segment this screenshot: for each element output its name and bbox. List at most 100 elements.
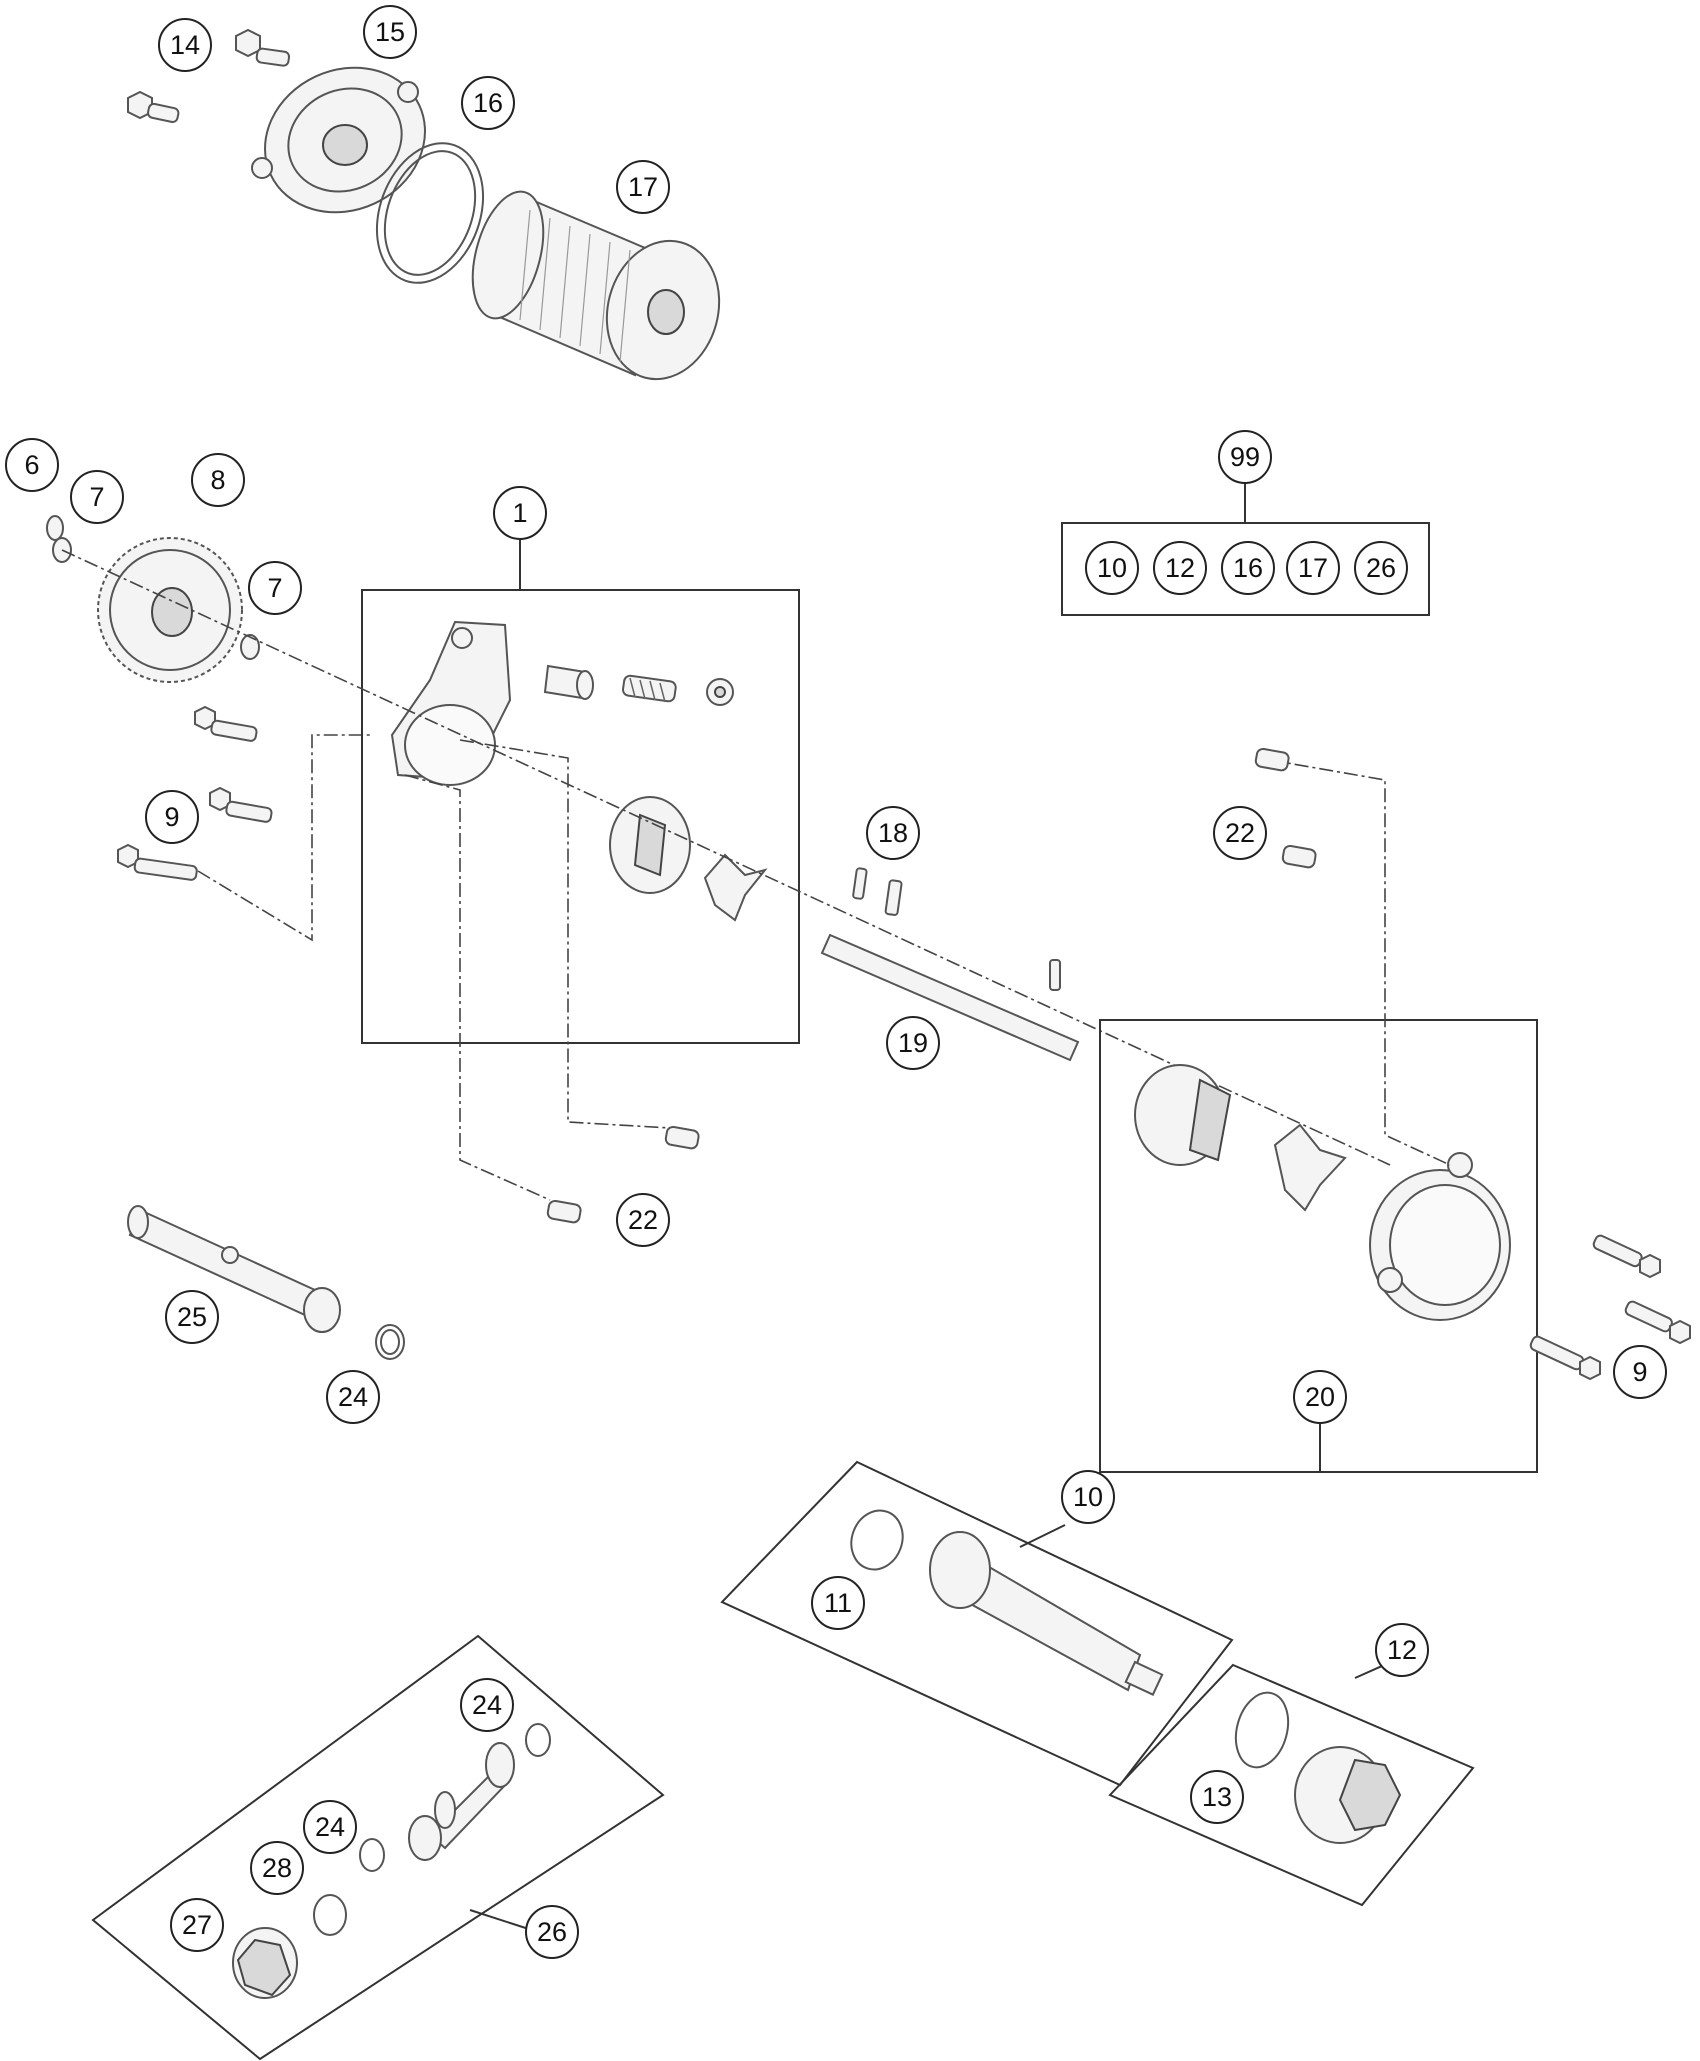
callout-12: 12 xyxy=(1375,1623,1429,1677)
callout-label: 14 xyxy=(170,30,200,60)
pump-spring xyxy=(621,674,677,703)
callout-11: 11 xyxy=(811,1576,865,1630)
callout-label: 6 xyxy=(24,450,39,480)
kit-item-label: 12 xyxy=(1165,553,1195,583)
bolt-9-b xyxy=(209,786,273,823)
guide-dowel-b xyxy=(404,774,551,1201)
dowel-22-b xyxy=(546,1199,582,1224)
callout-22-left: 22 xyxy=(616,1193,670,1247)
kit-item-label: 17 xyxy=(1298,553,1328,583)
seal-24-a xyxy=(375,1324,405,1360)
plug-27 xyxy=(232,1927,298,1999)
o-ring-11 xyxy=(850,1509,904,1571)
pump-sleeve xyxy=(543,664,594,700)
kit-99-item-16: 16 xyxy=(1221,541,1275,595)
kit-box-12 xyxy=(1108,1663,1475,1907)
callout-19: 19 xyxy=(886,1016,940,1070)
callout-8: 8 xyxy=(191,453,245,507)
callout-label: 28 xyxy=(262,1853,292,1883)
callout-22-right: 22 xyxy=(1213,806,1267,860)
bolt-9-c xyxy=(117,843,198,881)
callout-label: 25 xyxy=(177,1302,207,1332)
guide-dowel-right xyxy=(1269,759,1451,1166)
assembly-box-20 xyxy=(1099,1019,1538,1473)
dowel-22-d xyxy=(1281,844,1317,869)
bolt-9-f xyxy=(1529,1335,1601,1381)
callout-label: 24 xyxy=(315,1812,345,1842)
callout-9-left: 9 xyxy=(145,790,199,844)
callout-label: 17 xyxy=(628,172,658,202)
screw-14-lower xyxy=(127,90,180,124)
pump2-rotor-outer xyxy=(1134,1064,1232,1166)
bolt-9-a xyxy=(194,705,258,742)
pin-18-a xyxy=(852,867,868,900)
callout-16: 16 xyxy=(461,76,515,130)
guide-shaft xyxy=(61,549,1391,1166)
callout-7-left: 7 xyxy=(70,470,124,524)
callout-28: 28 xyxy=(250,1841,304,1895)
pump-rotor-outer xyxy=(609,796,691,894)
bolt-9-e xyxy=(1624,1300,1691,1345)
bolt-9-guide xyxy=(197,734,370,942)
seal-24-b xyxy=(525,1723,551,1757)
kit-box-26 xyxy=(91,1634,665,2061)
oil-tube-25 xyxy=(127,1205,341,1333)
callout-label: 9 xyxy=(1632,1357,1647,1387)
o-ring-13 xyxy=(1234,1691,1290,1769)
callout-25: 25 xyxy=(165,1290,219,1344)
callout-label: 24 xyxy=(338,1382,368,1412)
callout-label: 26 xyxy=(537,1917,567,1947)
washer-28 xyxy=(313,1894,347,1936)
callout-label: 11 xyxy=(824,1588,852,1618)
dowel-22-c xyxy=(1254,747,1290,772)
callout-label: 22 xyxy=(1225,818,1255,848)
shaft-19 xyxy=(820,933,1080,1062)
screw-plug-12 xyxy=(1294,1746,1402,1844)
callout-label: 10 xyxy=(1073,1482,1103,1512)
seal-24-c xyxy=(359,1838,385,1872)
filter-cover-15 xyxy=(251,66,426,214)
callout-label: 7 xyxy=(89,482,104,512)
kit-item-label: 16 xyxy=(1233,553,1263,583)
pump2-rotor-inner xyxy=(1273,1123,1347,1212)
callout-label: 9 xyxy=(164,802,179,832)
callout-10: 10 xyxy=(1061,1470,1115,1524)
callout-label: 8 xyxy=(210,465,225,495)
callout-24-bottom-left: 24 xyxy=(303,1800,357,1854)
callout-label: 1 xyxy=(512,498,527,528)
kit-99-item-12: 12 xyxy=(1153,541,1207,595)
callout-label: 99 xyxy=(1230,442,1260,472)
callout-label: 16 xyxy=(473,88,503,118)
guide-dowel-a xyxy=(459,739,671,1129)
callout-label: 19 xyxy=(898,1028,928,1058)
callout-label: 22 xyxy=(628,1205,658,1235)
kit-99-item-10: 10 xyxy=(1085,541,1139,595)
o-ring-16 xyxy=(375,142,485,284)
callout-18: 18 xyxy=(866,806,920,860)
callout-20: 20 xyxy=(1293,1370,1347,1424)
kit-99-item-17: 17 xyxy=(1286,541,1340,595)
washer-7-right xyxy=(240,634,260,660)
dowel-22-a xyxy=(664,1125,700,1150)
pump-washer xyxy=(706,678,734,706)
callout-99: 99 xyxy=(1218,430,1272,484)
callout-7-right: 7 xyxy=(248,561,302,615)
callout-label: 15 xyxy=(375,17,405,47)
pin-18-b xyxy=(884,879,903,916)
bolt-9-d xyxy=(1592,1234,1661,1279)
kit-item-label: 26 xyxy=(1366,553,1396,583)
callout-label: 7 xyxy=(267,573,282,603)
callout-9-right: 9 xyxy=(1613,1345,1667,1399)
callout-label: 18 xyxy=(878,818,908,848)
callout-6: 6 xyxy=(5,438,59,492)
circlip-6 xyxy=(46,515,64,541)
callout-1: 1 xyxy=(493,486,547,540)
callout-label: 20 xyxy=(1305,1382,1335,1412)
callout-label: 13 xyxy=(1202,1782,1232,1812)
callout-24-middle: 24 xyxy=(326,1370,380,1424)
pressure-valve-10 xyxy=(929,1531,1164,1696)
leader-10 xyxy=(1019,1524,1066,1548)
callout-15: 15 xyxy=(363,5,417,59)
pump-rotor-inner xyxy=(703,853,768,922)
